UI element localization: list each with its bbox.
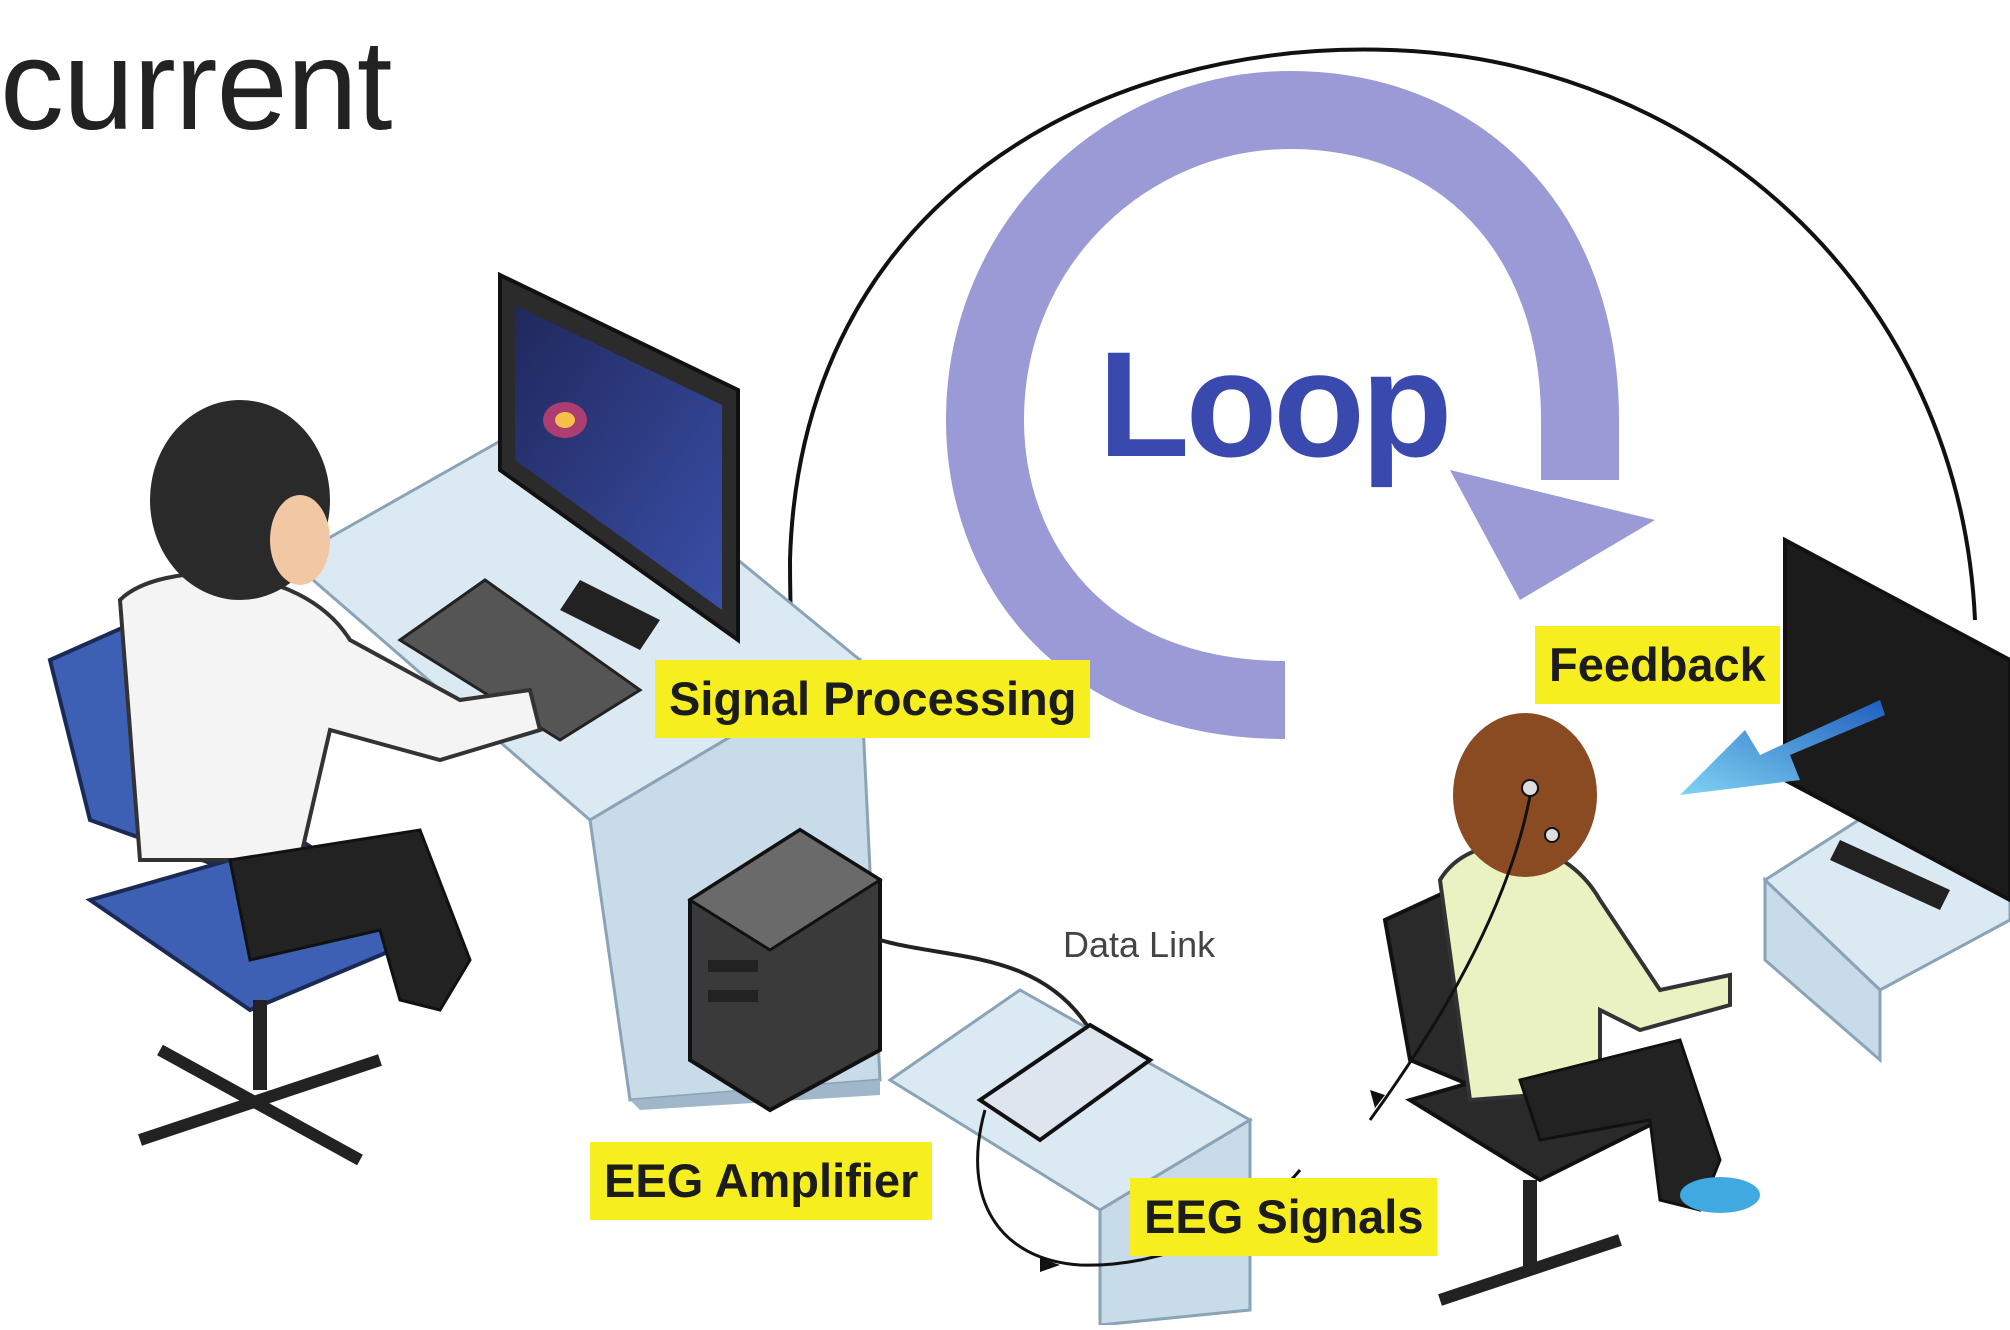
data-link-label: Data Link	[1063, 924, 1216, 965]
operator-legs	[228, 828, 472, 1012]
eeg-amplifier-label: EEG Amplifier	[590, 1142, 933, 1220]
loop-arrow-head	[1450, 470, 1655, 600]
data-link-cable	[879, 938, 1092, 1032]
slide-heading: current	[0, 14, 392, 157]
loop-label: Loop	[1098, 320, 1453, 488]
outer-loop-line	[788, 47, 1977, 621]
eeg-amplifier-device	[976, 1022, 1154, 1143]
operator-torso	[117, 571, 543, 862]
subject-legs	[1518, 1038, 1722, 1212]
subject-monitor	[1783, 536, 2010, 903]
loop-circular-arrow	[945, 70, 1619, 739]
electrode-icon	[1521, 779, 1539, 797]
eeg-signals-label: EEG Signals	[1130, 1178, 1438, 1256]
signal-processing-label: Signal Processing	[655, 660, 1091, 738]
operator-monitor-screen	[515, 305, 722, 610]
feedback-label: Feedback	[1535, 626, 1780, 704]
feedback-arrow	[1680, 700, 1885, 795]
